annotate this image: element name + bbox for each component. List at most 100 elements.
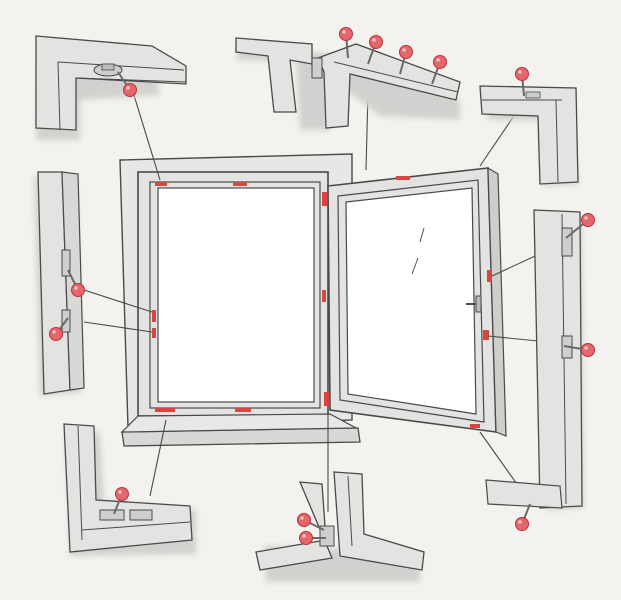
pin-highlight [74, 286, 78, 290]
marker [233, 182, 247, 186]
pin-head [49, 327, 63, 341]
marker [470, 424, 480, 428]
hinge-part [319, 525, 335, 547]
frame-groove [75, 77, 187, 83]
red-pin [563, 343, 595, 357]
latch-part [99, 509, 125, 521]
pin-highlight [52, 330, 56, 334]
pin-highlight [302, 534, 306, 538]
detail-top-right-corner [479, 85, 580, 186]
latch-part [129, 509, 153, 521]
leader-line [83, 289, 153, 313]
glass-reflection [411, 257, 419, 275]
pin-head [581, 213, 595, 227]
pin-head [123, 83, 137, 97]
fixed-glass [157, 187, 315, 403]
hardware-markers [152, 176, 492, 428]
frame-groove [57, 61, 185, 71]
frame-groove [57, 61, 61, 131]
red-pin [67, 269, 85, 297]
corner-profile [485, 479, 563, 509]
leader-line [149, 419, 167, 497]
pin-highlight [436, 58, 440, 62]
sash-handle-base [475, 295, 482, 313]
red-pin [431, 55, 447, 85]
pin-head [299, 531, 313, 545]
red-pin [113, 487, 129, 515]
red-pin [515, 67, 529, 97]
pin-head [433, 55, 447, 69]
pins [49, 27, 595, 545]
frame-profile [63, 423, 193, 553]
open-sash-glass [345, 187, 477, 415]
pin-head [115, 487, 129, 501]
pin-highlight [518, 70, 522, 74]
frame-profile [533, 209, 583, 509]
pin-head [339, 27, 353, 41]
sash-edge [487, 166, 507, 437]
frame-groove [77, 425, 83, 541]
red-pin [299, 531, 326, 545]
pin-highlight [402, 48, 406, 52]
pin-head [515, 67, 529, 81]
pin-head [581, 343, 595, 357]
frame-profile [35, 35, 187, 131]
red-pin [515, 503, 531, 531]
keeper-part [525, 91, 541, 99]
frame-groove [81, 521, 191, 531]
pin-head [369, 35, 383, 49]
sash-profile [333, 471, 425, 571]
frame-profile [479, 85, 579, 185]
red-pin [339, 27, 353, 59]
frame-profile [235, 37, 313, 113]
detail-bottom-center-corner [255, 471, 425, 582]
pin-head [297, 513, 311, 527]
marker [483, 330, 489, 340]
pin-highlight [300, 516, 304, 520]
pin-highlight [372, 38, 376, 42]
detail-top-hinge-rail [235, 37, 461, 130]
pin-highlight [118, 490, 122, 494]
detail-top-left-corner [35, 35, 187, 140]
pin-head [399, 45, 413, 59]
pin-highlight [126, 86, 130, 90]
marker [396, 176, 410, 180]
sash-groove [333, 61, 459, 93]
marker [155, 408, 175, 412]
pin-head [515, 517, 529, 531]
red-pin [117, 71, 137, 97]
marker [152, 310, 156, 322]
sash-profile [317, 43, 461, 129]
frame-groove [561, 213, 567, 505]
pin-head [71, 283, 85, 297]
pin-highlight [342, 30, 346, 34]
marker [322, 192, 327, 206]
red-pin [297, 513, 325, 531]
red-pin [367, 35, 383, 65]
marker [324, 392, 329, 406]
frame-groove [347, 475, 353, 547]
marker [152, 328, 156, 338]
marker [235, 408, 251, 412]
pin-highlight [584, 346, 588, 350]
leader-line [132, 91, 161, 181]
marker [487, 270, 492, 282]
frame-groove [555, 99, 559, 183]
red-pin [565, 213, 595, 239]
frame-profile [255, 481, 333, 571]
lock-keeper [561, 227, 573, 257]
lock-keeper [61, 249, 71, 277]
hinge-part [311, 57, 323, 79]
pin-highlight [518, 520, 522, 524]
glass-reflection [419, 227, 425, 243]
pin-highlight [584, 216, 588, 220]
marker [155, 182, 167, 186]
red-pin [49, 317, 69, 341]
leader-line [83, 321, 153, 333]
red-pin [399, 45, 413, 75]
detail-right-side-locks [485, 209, 584, 510]
detail-bottom-left-corner [63, 423, 196, 556]
latch-part [101, 63, 115, 71]
sill-front [120, 413, 359, 433]
